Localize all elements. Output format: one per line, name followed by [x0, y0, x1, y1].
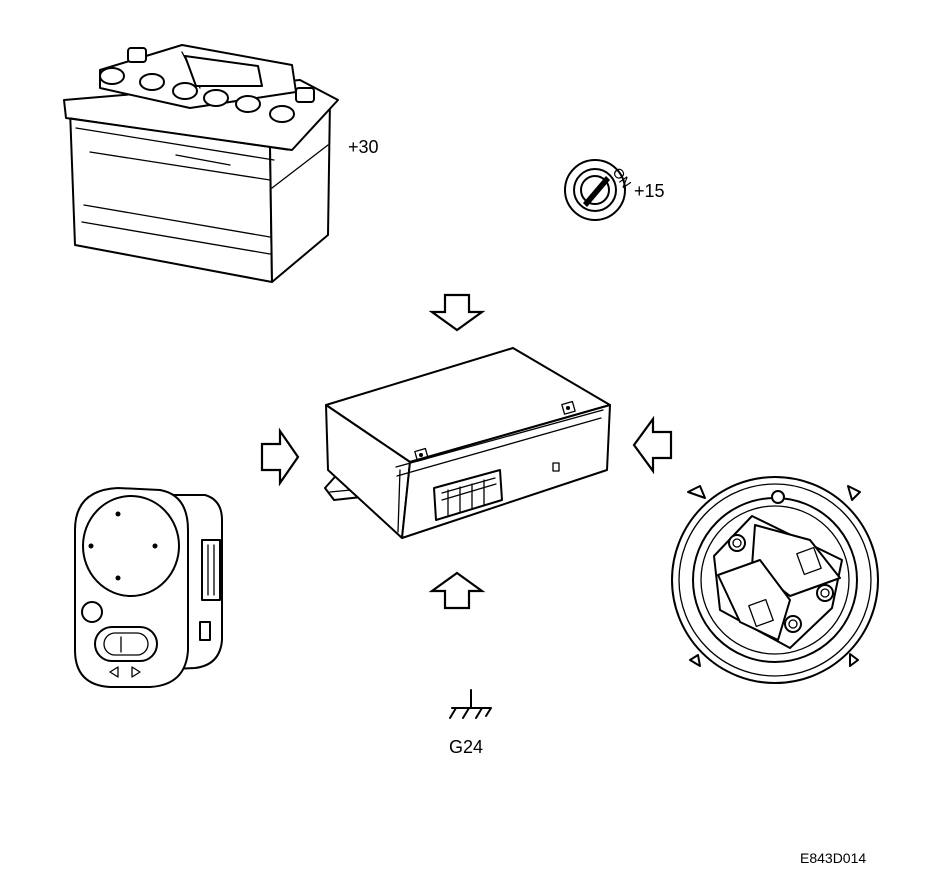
arrow-up-icon: [428, 571, 486, 610]
mirror-motor-icon: [671, 476, 879, 684]
battery-icon: [63, 44, 339, 283]
ground-icon: [449, 689, 492, 719]
ground-point-label: G24: [449, 737, 483, 757]
ignition-on-mark: ON: [610, 165, 635, 191]
arrow-left-icon: [632, 415, 673, 475]
figure-code-label: E843D014: [800, 850, 866, 866]
arrow-right-icon: [260, 427, 300, 487]
ignition-terminal-label: +15: [634, 181, 665, 201]
control-module-icon: [324, 347, 611, 539]
mirror-switch-icon: [74, 487, 223, 688]
ignition-key-icon: ON: [564, 159, 635, 221]
battery-terminal-label: +30: [348, 137, 379, 157]
arrow-down-icon: [428, 293, 486, 332]
